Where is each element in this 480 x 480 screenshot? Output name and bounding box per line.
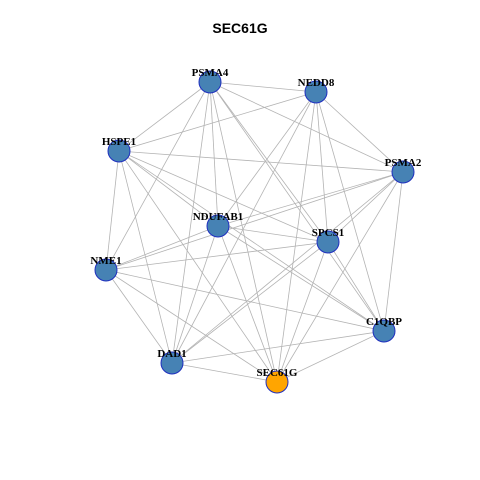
node-psma4[interactable] [198, 70, 222, 94]
edge-psma4-hspe1 [118, 81, 211, 152]
edge-psma2-spcs1 [327, 171, 404, 243]
edge-hspe1-c1qbp [118, 150, 385, 332]
edge-psma4-ndufab1 [209, 81, 219, 227]
edge-spcs1-sec61g [276, 241, 329, 383]
node-label-psma2: PSMA2 [385, 157, 422, 169]
edge-psma2-nme1 [105, 171, 404, 271]
edge-psma4-psma2 [209, 81, 404, 173]
node-hspe1[interactable] [107, 139, 131, 163]
node-label-sec61g: SEC61G [257, 367, 298, 379]
edge-ndufab1-c1qbp [217, 225, 385, 332]
edge-psma2-dad1 [171, 171, 404, 364]
node-label-psma4: PSMA4 [192, 67, 229, 79]
edge-nme1-dad1 [105, 269, 173, 364]
node-label-c1qbp: C1QBP [366, 316, 402, 328]
nodes-layer [94, 70, 415, 394]
edge-psma4-c1qbp [209, 81, 385, 332]
edge-ndufab1-dad1 [171, 225, 219, 364]
edge-nedd8-spcs1 [315, 91, 329, 243]
edge-psma4-dad1 [171, 81, 211, 364]
edge-hspe1-psma2 [118, 150, 404, 173]
edge-hspe1-nme1 [105, 150, 120, 271]
node-nedd8[interactable] [304, 80, 328, 104]
node-sec61g[interactable] [265, 370, 289, 394]
node-ndufab1[interactable] [206, 214, 230, 238]
graph-title: SEC61G [212, 20, 268, 36]
edge-nedd8-c1qbp [315, 91, 385, 332]
edge-hspe1-spcs1 [118, 150, 329, 243]
node-c1qbp[interactable] [372, 319, 396, 343]
edge-hspe1-sec61g [118, 150, 278, 383]
edge-psma4-nedd8 [209, 81, 317, 93]
edge-psma4-nme1 [105, 81, 211, 271]
edge-nedd8-hspe1 [118, 91, 317, 152]
edge-c1qbp-dad1 [171, 330, 385, 364]
edge-nme1-sec61g [105, 269, 278, 383]
node-label-nedd8: NEDD8 [298, 77, 335, 89]
labels-layer: PSMA4NEDD8HSPE1PSMA2NDUFAB1SPCS1NME1C1QB… [90, 67, 421, 379]
node-label-spcs1: SPCS1 [312, 227, 344, 239]
node-spcs1[interactable] [316, 230, 340, 254]
edge-nedd8-dad1 [171, 91, 317, 364]
edge-spcs1-dad1 [171, 241, 329, 364]
edge-psma2-ndufab1 [217, 171, 404, 227]
edge-spcs1-nme1 [105, 241, 329, 271]
edge-hspe1-ndufab1 [118, 150, 219, 227]
edge-c1qbp-sec61g [276, 330, 385, 383]
edge-nedd8-psma2 [315, 91, 404, 173]
node-label-dad1: DAD1 [157, 348, 186, 360]
edge-ndufab1-nme1 [105, 225, 219, 271]
edges-layer [105, 81, 404, 383]
node-label-ndufab1: NDUFAB1 [193, 211, 244, 223]
node-nme1[interactable] [94, 258, 118, 282]
node-dad1[interactable] [160, 351, 184, 375]
edge-nedd8-ndufab1 [217, 91, 317, 227]
edge-psma4-sec61g [209, 81, 278, 383]
node-label-hspe1: HSPE1 [102, 136, 136, 148]
edge-spcs1-c1qbp [327, 241, 385, 332]
node-psma2[interactable] [391, 160, 415, 184]
edge-nme1-c1qbp [105, 269, 385, 332]
edge-nedd8-sec61g [276, 91, 317, 383]
edge-psma2-sec61g [276, 171, 404, 383]
edge-psma2-c1qbp [383, 171, 404, 332]
edge-dad1-sec61g [171, 362, 278, 383]
node-label-nme1: NME1 [90, 255, 121, 267]
edge-ndufab1-spcs1 [217, 225, 329, 243]
